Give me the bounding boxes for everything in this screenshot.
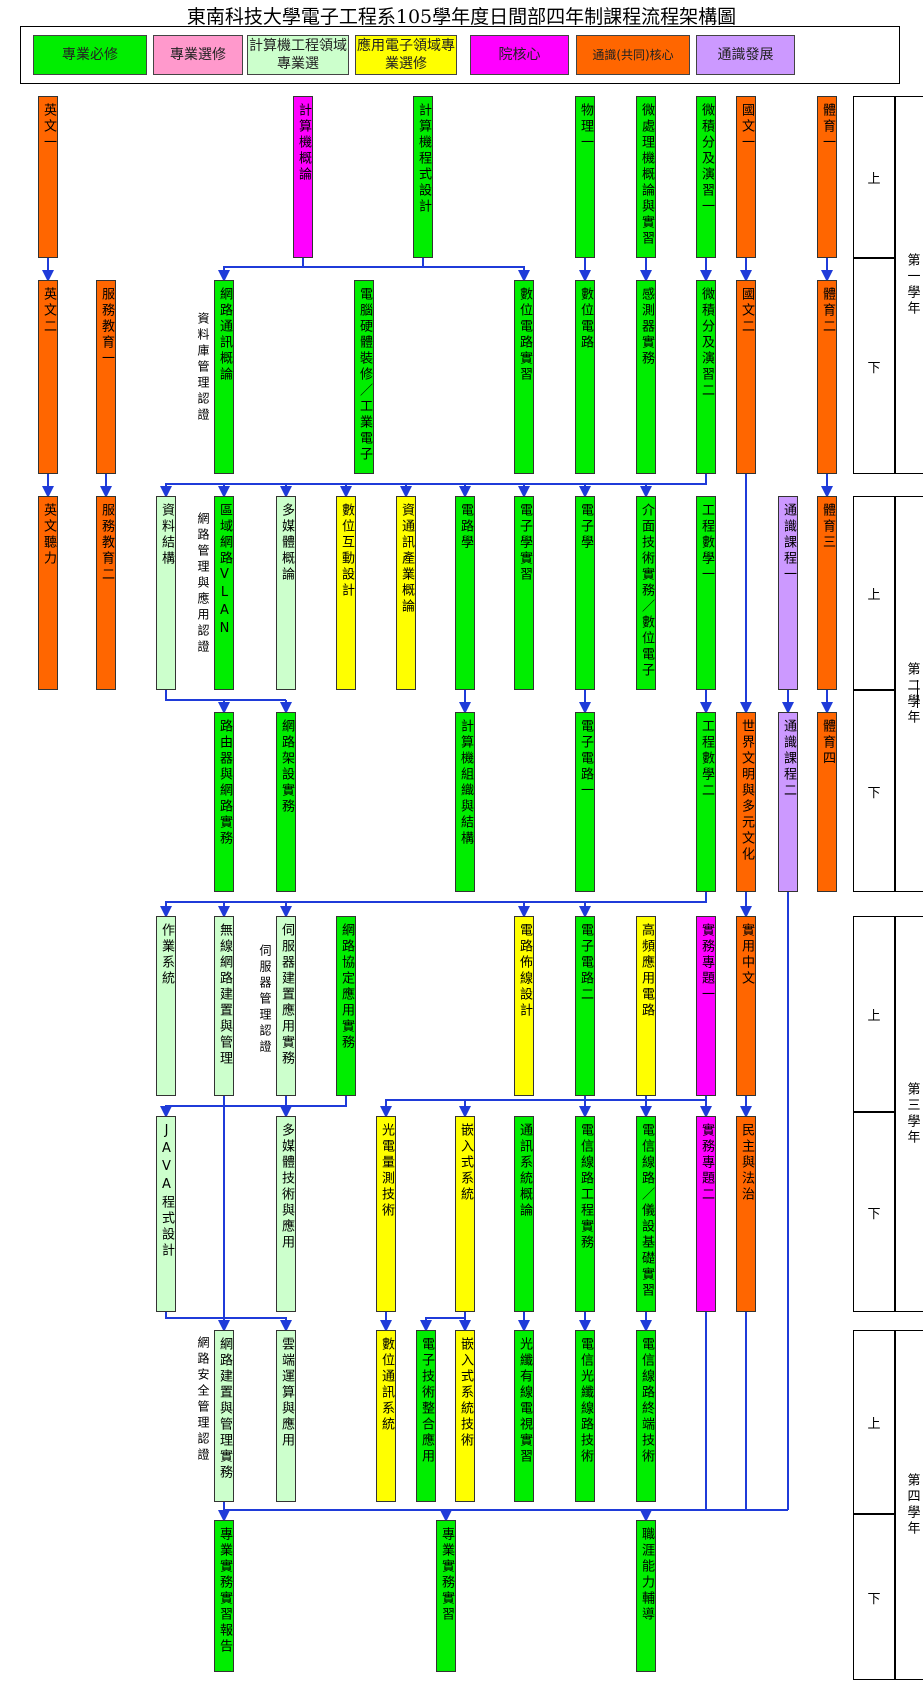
course-telecom-engineering[interactable]: 電信線路工程實務 [575,1116,595,1312]
course-computer-org[interactable]: 計算機組織與結構 [455,712,475,892]
course-hardware-repair[interactable]: 電腦硬體裝修／工業電子 [354,280,374,474]
course-internship[interactable]: 專業實務實習 [436,1520,456,1672]
course-chinese-2[interactable]: 國文二 [736,280,756,474]
course-circuits[interactable]: 電路學 [455,496,475,690]
course-career-guidance[interactable]: 職涯能力輔導 [636,1520,656,1672]
course-programming[interactable]: 計算機程式設計 [413,96,433,258]
course-pe-2[interactable]: 體育二 [817,280,837,474]
course-internship-report[interactable]: 專業實務實習報告 [214,1520,234,1672]
course-microprocessor[interactable]: 微處理機概論與實習 [636,96,656,258]
year-3: 第三學年 [895,916,923,1312]
course-pe-3[interactable]: 體育三 [817,496,837,690]
semester-y1-lower: 下 [853,258,895,474]
course-multimedia-tech[interactable]: 多媒體技術與應用 [276,1116,296,1312]
course-operating-systems[interactable]: 作業系統 [156,916,176,1096]
course-service-1[interactable]: 服務教育一 [96,280,116,474]
legend-applied-electronics: 應用電子領域專業選修 [355,35,457,75]
course-terminal-tech[interactable]: 電信線路終端技術 [636,1330,656,1502]
legend-college-core: 院核心 [470,35,569,75]
course-eng-math-1[interactable]: 工程數學一 [696,496,716,690]
course-comm-systems[interactable]: 通訊系統概論 [514,1116,534,1312]
course-project-1[interactable]: 實務專題一 [696,916,716,1096]
course-general-2[interactable]: 通識課程二 [778,712,798,892]
course-practical-chinese[interactable]: 實用中文 [736,916,756,1096]
course-digital-circuit[interactable]: 數位電路 [575,280,595,474]
course-interactive-design[interactable]: 數位互動設計 [336,496,356,690]
semester-y1-upper: 上 [853,96,895,258]
course-electronics-lab[interactable]: 電子學實習 [514,496,534,690]
course-digital-comm[interactable]: 數位通訊系統 [376,1330,396,1502]
page-title: 東南科技大學電子工程系105學年度日間部四年制課程流程架構圖 [186,6,737,28]
legend-general-core: 通識(共同)核心 [576,35,690,75]
course-network-comm[interactable]: 網路通訊概論 [214,280,234,474]
semester-y4-upper: 上 [853,1330,895,1514]
course-pe-1[interactable]: 體育一 [817,96,837,258]
course-vlan[interactable]: 區域網路VLAN [214,496,234,690]
course-electronic-circuit-2[interactable]: 電子電路二 [575,916,595,1096]
course-multimedia-intro[interactable]: 多媒體概論 [276,496,296,690]
course-embedded-systems[interactable]: 嵌入式系統 [455,1116,475,1312]
course-calculus-2[interactable]: 微積分及演習二 [696,280,716,474]
note-server-cert: 伺服器管理認證 [258,944,272,1056]
course-chinese-1[interactable]: 國文一 [736,96,756,258]
course-english-listening[interactable]: 英文聽力 [38,496,58,690]
course-network-build-mgmt[interactable]: 網路建置與管理實務 [214,1330,234,1502]
legend-required: 專業必修 [33,35,147,75]
note-database-cert: 資料庫管理認證 [196,312,210,424]
course-fiber-line[interactable]: 電信光纖線路技術 [575,1330,595,1502]
year-4: 第四學年 [895,1330,923,1680]
legend: 專業必修 專業選修 計算機工程領域專業選 應用電子領域專業選修 院核心 通識(共… [20,26,900,84]
course-cloud-computing[interactable]: 雲端運算與應用 [276,1330,296,1502]
course-service-2[interactable]: 服務教育二 [96,496,116,690]
course-electronic-circuit-1[interactable]: 電子電路一 [575,712,595,892]
semester-y2-lower: 下 [853,690,895,892]
course-server-practice[interactable]: 伺服器建置應用實務 [276,916,296,1096]
side-divider [917,680,918,708]
course-telecom-lab[interactable]: 電信線路／儀設基礎實習 [636,1116,656,1312]
course-english-1[interactable]: 英文一 [38,96,58,258]
course-optical-measurement[interactable]: 光電量測技術 [376,1116,396,1312]
year-2: 第二學年 [895,496,923,892]
course-java[interactable]: JAVA程式設計 [156,1116,176,1312]
semester-y3-lower: 下 [853,1112,895,1312]
semester-y4-lower: 下 [853,1514,895,1680]
course-pe-4[interactable]: 體育四 [817,712,837,892]
course-data-structures[interactable]: 資料結構 [156,496,176,690]
course-project-2[interactable]: 實務專題二 [696,1116,716,1312]
course-rf-circuit[interactable]: 高頻應用電路 [636,916,656,1096]
course-interface-tech[interactable]: 介面技術實務／數位電子 [636,496,656,690]
year-1: 第一學年 [895,96,923,474]
semester-y2-upper: 上 [853,496,895,690]
course-ict-industry[interactable]: 資通訊產業概論 [396,496,416,690]
course-fiber-catv[interactable]: 光纖有線電視實習 [514,1330,534,1502]
course-english-2[interactable]: 英文二 [38,280,58,474]
course-integration[interactable]: 電子技術整合應用 [416,1330,436,1502]
course-pcb-layout[interactable]: 電路佈線設計 [514,916,534,1096]
course-network-setup[interactable]: 網路架設實務 [276,712,296,892]
course-sensor[interactable]: 感測器實務 [636,280,656,474]
course-router-practice[interactable]: 路由器與網路實務 [214,712,234,892]
course-electronics[interactable]: 電子學 [575,496,595,690]
course-calculus-1[interactable]: 微積分及演習一 [696,96,716,258]
course-protocol-practice[interactable]: 網路協定應用實務 [336,916,356,1096]
legend-general-development: 通識發展 [696,35,795,75]
note-network-mgmt-cert: 網路管理與應用認證 [196,512,210,656]
course-world-civilization[interactable]: 世界文明與多元文化 [736,712,756,892]
semester-y3-upper: 上 [853,916,895,1112]
legend-elective: 專業選修 [153,35,243,75]
course-eng-math-2[interactable]: 工程數學二 [696,712,716,892]
course-intro-computing[interactable]: 計算機概論 [293,96,313,258]
course-physics-1[interactable]: 物理一 [575,96,595,258]
legend-computer-eng: 計算機工程領域專業選 [247,35,349,75]
course-democracy-law[interactable]: 民主與法治 [736,1116,756,1312]
course-general-1[interactable]: 通識課程一 [778,496,798,690]
course-digital-lab[interactable]: 數位電路實習 [514,280,534,474]
course-wireless-network[interactable]: 無線網路建置與管理 [214,916,234,1096]
note-security-cert: 網路安全管理認證 [196,1336,210,1464]
course-embedded-tech[interactable]: 嵌入式系統技術 [455,1330,475,1502]
